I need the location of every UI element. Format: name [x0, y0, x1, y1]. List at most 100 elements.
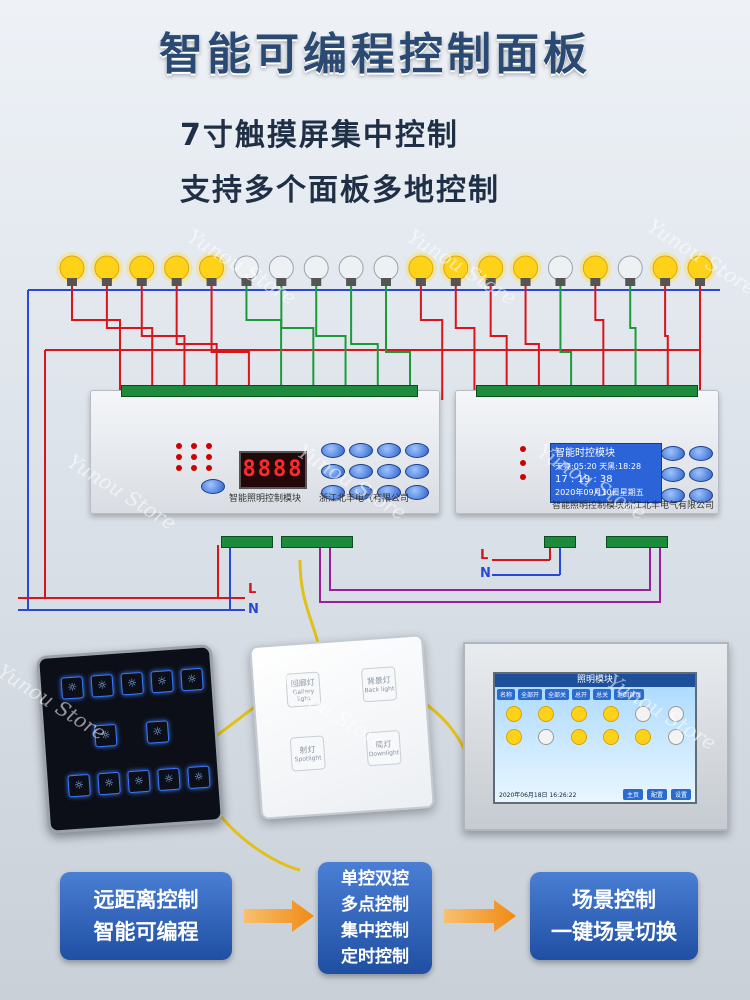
module-name-label: 智能照明控制模块: [552, 501, 625, 511]
module-output-terminals: [476, 385, 698, 397]
module-key[interactable]: [661, 488, 685, 503]
unlit-bulb-icon: [303, 255, 329, 286]
bulb-row: [56, 252, 716, 286]
bulb-feed-wire: [629, 286, 637, 400]
lit-bulb-icon: [160, 252, 193, 286]
module-output-terminals: [121, 385, 418, 397]
module-bus-terminals: [281, 536, 353, 548]
bulb-switch-key[interactable]: ☼: [127, 769, 151, 794]
feature-line: 智能可编程: [93, 920, 199, 944]
page-title: 智能可编程控制面板: [159, 29, 591, 80]
bus-cable-2: [319, 545, 661, 603]
touchscreen-bulb-grid: [495, 702, 695, 749]
module-maker-label: 浙江北丰电气有限公司: [624, 501, 715, 511]
lit-bulb-icon: [439, 252, 472, 286]
module-key[interactable]: [661, 467, 685, 482]
touch-footer-button[interactable]: 设置: [670, 789, 691, 800]
module-key[interactable]: [689, 467, 713, 482]
bulb-switch-key[interactable]: ☼: [157, 767, 181, 792]
screen-unlit-bulb-icon[interactable]: [667, 706, 684, 722]
module-key[interactable]: [405, 485, 429, 500]
module-key[interactable]: [689, 446, 713, 461]
screen-lit-bulb-icon[interactable]: [635, 729, 652, 745]
live-label-right: L: [480, 548, 489, 563]
bulb-switch-key[interactable]: ☼: [67, 773, 91, 798]
touch-tab[interactable]: 总关: [593, 689, 612, 700]
status-leds: [520, 446, 526, 480]
screen-unlit-bulb-icon[interactable]: [635, 706, 652, 722]
screen-unlit-bulb-icon[interactable]: [667, 729, 684, 745]
neutral-label-left: N: [248, 602, 259, 617]
touch-footer-button[interactable]: 主页: [622, 789, 643, 800]
module-key[interactable]: [349, 485, 373, 500]
screen-lit-bulb-icon[interactable]: [506, 729, 523, 745]
black-glass-switch-panel: ☼ ☼ ☼ ☼ ☼ ☼ ☼ ☼ ☼ ☼ ☼ ☼: [36, 644, 224, 834]
subtitle-touchscreen: 7寸触摸屏集中控制: [180, 118, 459, 153]
screen-lit-bulb-icon[interactable]: [506, 706, 523, 722]
bulb-switch-key[interactable]: ☼: [145, 720, 170, 744]
module-key[interactable]: [661, 446, 685, 461]
touchscreen-footer-buttons: 主页 配置 设置: [622, 789, 691, 800]
bulb-switch-key[interactable]: ☼: [90, 674, 114, 698]
module-key[interactable]: [321, 464, 345, 479]
lit-bulb-icon: [649, 252, 682, 286]
bulb-feed-wire: [454, 286, 476, 400]
touchscreen-header: 照明模块: [495, 674, 695, 687]
screen-lit-bulb-icon[interactable]: [603, 706, 620, 722]
module-key[interactable]: [377, 443, 401, 458]
module-key[interactable]: [689, 488, 713, 503]
module-key[interactable]: [321, 443, 345, 458]
module-key[interactable]: [405, 464, 429, 479]
bulb-switch-key[interactable]: ☼: [120, 671, 144, 696]
feature-line: 多点控制: [341, 895, 409, 915]
status-leds: [176, 443, 224, 471]
module-key[interactable]: [321, 485, 345, 500]
neutral-label-right: N: [480, 566, 491, 581]
module-name-label: 智能照明控制模块: [229, 494, 302, 504]
unlit-bulb-icon: [373, 255, 399, 286]
switch-key-row-top: ☼ ☼ ☼ ☼ ☼: [60, 667, 206, 700]
feature-line: 一键场景切换: [551, 920, 677, 944]
touch-tab[interactable]: 名称: [497, 689, 516, 700]
module-key[interactable]: [405, 443, 429, 458]
bulb-feed-wire: [664, 286, 669, 400]
touch-footer-button[interactable]: 配置: [646, 789, 667, 800]
touch-tab[interactable]: 全部开: [518, 689, 543, 700]
touch-tab[interactable]: 总开: [572, 689, 591, 700]
screen-lit-bulb-icon[interactable]: [603, 729, 620, 745]
unlit-bulb-icon: [338, 255, 364, 286]
bus-cable-1: [329, 545, 651, 591]
live-label-left: L: [248, 582, 257, 597]
module-key[interactable]: [377, 464, 401, 479]
bulb-switch-key[interactable]: ☼: [187, 765, 211, 790]
bulb-feed-wire: [245, 286, 283, 400]
left-control-module: 8888 智能照明控制模块 浙江北丰电气有限公司: [90, 385, 440, 548]
touch-tab[interactable]: 返回首页: [614, 689, 645, 700]
module-key[interactable]: [377, 485, 401, 500]
module-button-grid: [661, 446, 713, 503]
touchscreen-tabs: 名称 全部开 全部关 总开 总关 返回首页: [495, 687, 695, 702]
lcd-line: 智能时控模块: [555, 448, 615, 459]
bulb-switch-key[interactable]: ☼: [180, 667, 204, 692]
bulb-switch-key[interactable]: ☼: [150, 669, 174, 694]
module-set-button[interactable]: [201, 479, 225, 494]
unlit-bulb-icon: [233, 255, 259, 286]
bulb-feed-wire: [175, 286, 218, 400]
bulb-feed-wire: [419, 286, 444, 400]
switch-key-row-bottom: ☼ ☼ ☼ ☼ ☼: [67, 765, 212, 798]
bulb-feed-wire: [105, 286, 154, 400]
screen-lit-bulb-icon[interactable]: [570, 729, 587, 745]
screen-lit-bulb-icon[interactable]: [538, 706, 555, 722]
touchscreen-display[interactable]: 照明模块 名称 全部开 全部关 总开 总关 返回首页 2020年06月18日 1…: [493, 672, 697, 804]
module-key[interactable]: [349, 443, 373, 458]
screen-unlit-bulb-icon[interactable]: [538, 729, 555, 745]
bulb-switch-key[interactable]: ☼: [97, 771, 121, 796]
key-en: Spotlight: [294, 754, 322, 764]
key-en: Back light: [364, 685, 395, 695]
lit-bulb-icon: [125, 252, 158, 286]
module-key[interactable]: [349, 464, 373, 479]
touch-tab[interactable]: 全部关: [545, 689, 570, 700]
screen-lit-bulb-icon[interactable]: [570, 706, 587, 722]
